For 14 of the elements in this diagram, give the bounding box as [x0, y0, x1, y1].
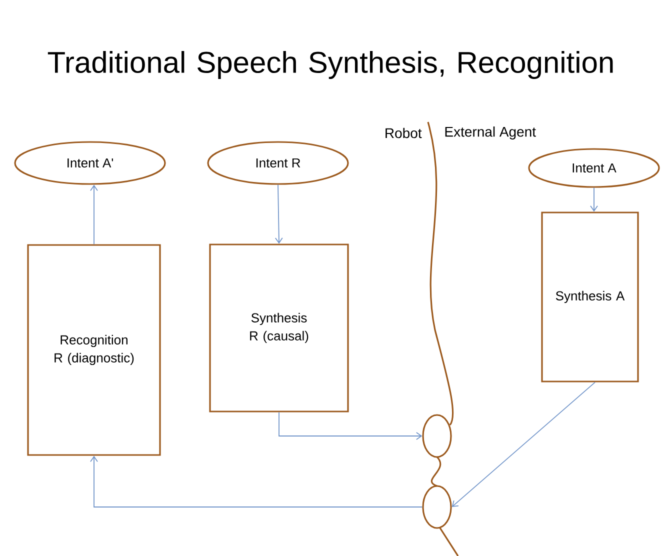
arrow — [274, 184, 283, 244]
arrow — [90, 184, 98, 245]
junction-circle — [422, 414, 452, 458]
title: Traditional Speech Synthesis, Recognition — [48, 51, 613, 79]
arrow — [278, 412, 422, 440]
arrow — [590, 187, 598, 212]
region-label: Robot — [386, 128, 422, 138]
process-box: Synthesis A — [541, 212, 639, 382]
arrow — [90, 456, 423, 508]
process-box: Synthesis R (causal) — [209, 244, 349, 412]
region-label: External Agent — [445, 126, 536, 140]
process-box: Recognition R (diagnostic) — [27, 244, 161, 456]
junction-circle — [422, 485, 452, 529]
arrow — [452, 382, 596, 507]
